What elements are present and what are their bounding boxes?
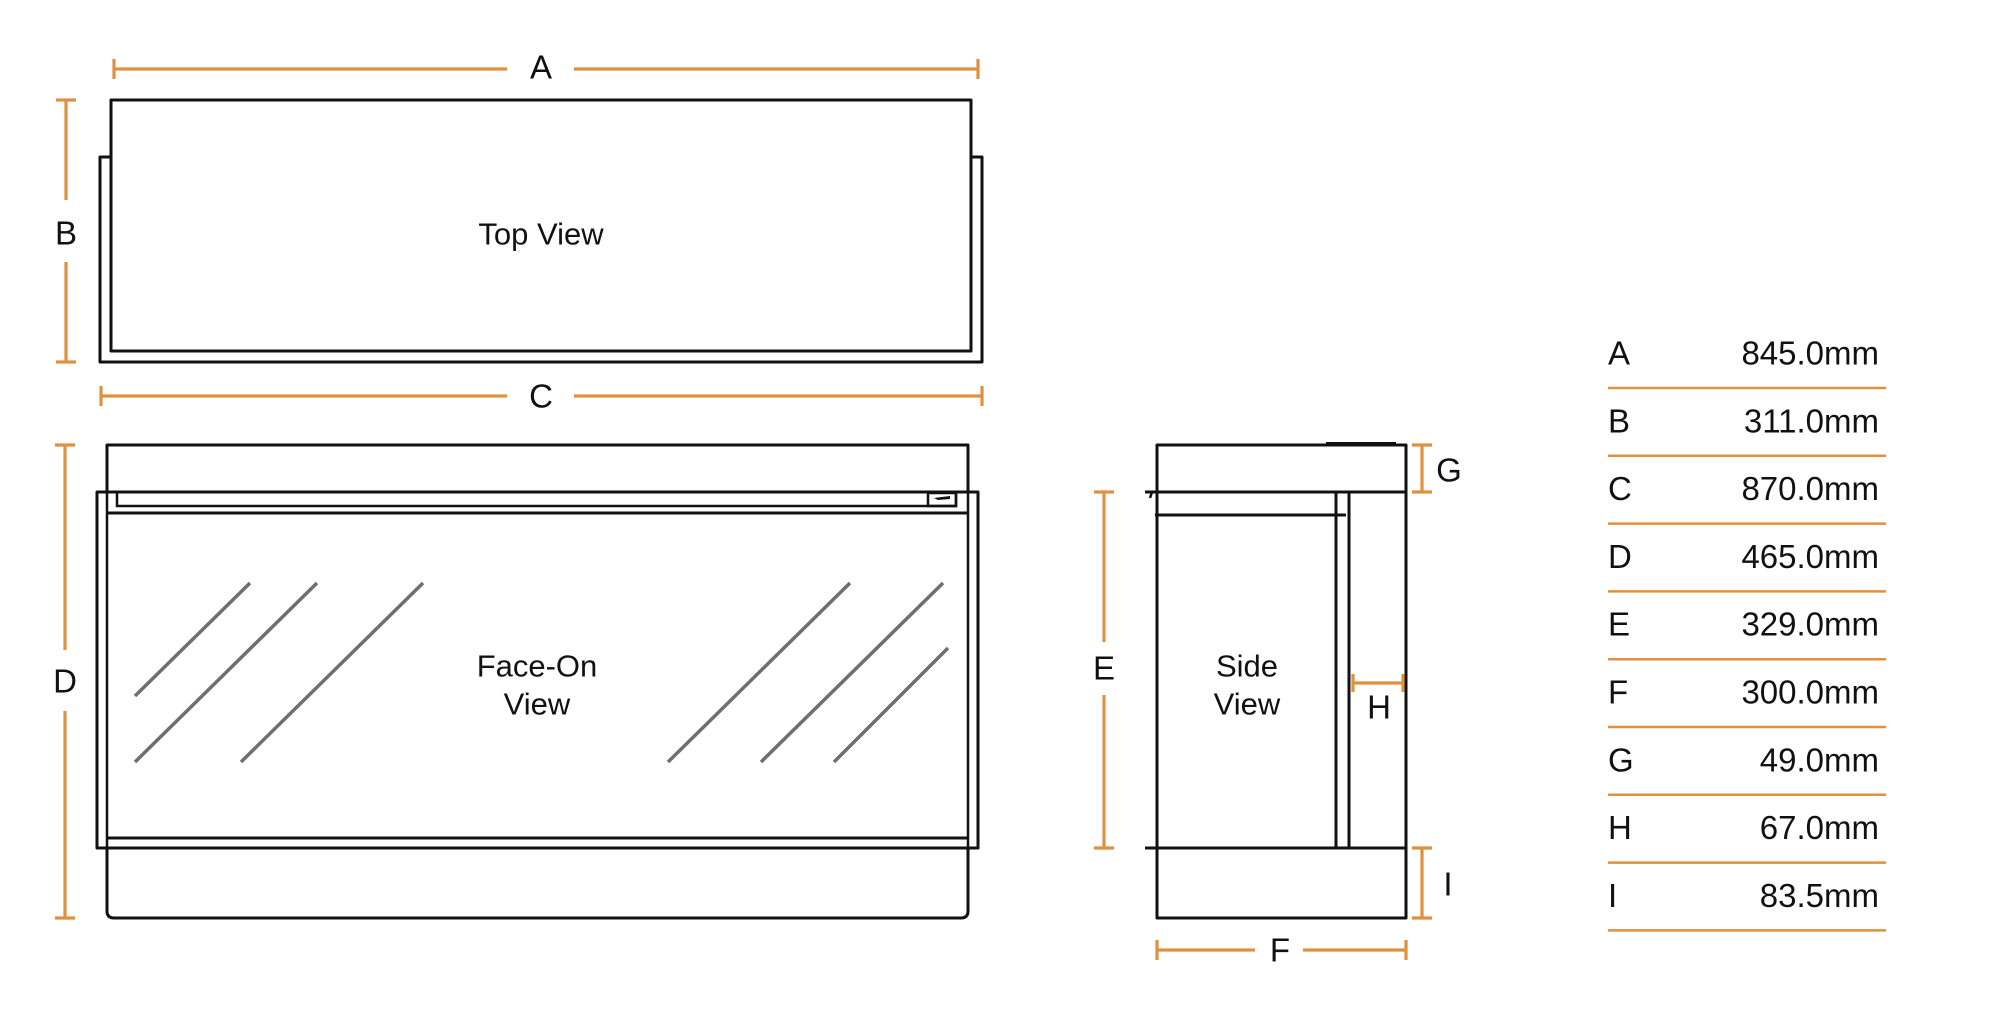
dimension-value: 83.5mm (1760, 877, 1879, 914)
dimension-b: B (55, 98, 77, 364)
top-view-inner-body (109, 98, 973, 353)
dimension-i: I (1412, 846, 1453, 920)
glass-reflection-line (239, 581, 425, 764)
face-on-view-label-line1: Face-On (477, 649, 598, 684)
top-view-outer-body (98, 155, 984, 364)
dimension-e-label: E (1093, 650, 1115, 687)
dimension-value: 300.0mm (1741, 674, 1879, 711)
table-row: C 870.0mm (1608, 470, 1886, 525)
dimension-letter: C (1608, 470, 1632, 507)
side-view: Side View (1145, 442, 1408, 920)
dimension-letter: I (1608, 877, 1617, 914)
dimension-value: 311.0mm (1744, 402, 1879, 439)
table-row: H 67.0mm (1608, 809, 1886, 864)
dimension-value: 465.0mm (1741, 538, 1879, 575)
table-row: F 300.0mm (1608, 674, 1886, 729)
side-view-label-line1: Side (1216, 649, 1278, 684)
face-on-glass-frame (95, 490, 980, 850)
dimension-b-label: B (55, 215, 77, 252)
dimension-letter: E (1608, 606, 1630, 643)
side-view-body (1155, 443, 1408, 920)
table-row: E 329.0mm (1608, 606, 1886, 661)
table-row: I 83.5mm (1608, 877, 1886, 932)
glass-reflection-line (133, 581, 252, 698)
face-on-view-label-line2: View (504, 687, 571, 722)
face-on-top-slot (115, 492, 958, 508)
table-row: D 465.0mm (1608, 538, 1886, 593)
dimension-letter: F (1608, 674, 1628, 711)
dimension-value: 870.0mm (1741, 470, 1879, 507)
dimension-h-label: H (1367, 689, 1391, 726)
table-row: B 311.0mm (1608, 402, 1886, 458)
dimension-d: D (53, 443, 77, 920)
dimension-letter: G (1608, 741, 1634, 778)
dimension-letter: A (1608, 335, 1630, 372)
dimension-value: 845.0mm (1741, 335, 1879, 372)
side-view-top-panel-notch (1148, 491, 1154, 499)
dimension-value: 329.0mm (1741, 606, 1879, 643)
dimension-c: C (99, 378, 984, 415)
dimension-d-label: D (53, 663, 77, 700)
side-view-label-line2: View (1214, 687, 1281, 722)
dimension-e: E (1093, 490, 1115, 850)
dimension-i-label: I (1443, 866, 1452, 903)
dimension-a: A (112, 49, 980, 86)
dimension-g-label: G (1436, 452, 1462, 489)
dimension-f: F (1155, 932, 1408, 969)
top-view-label: Top View (478, 217, 604, 252)
top-view: Top View (98, 98, 984, 364)
face-on-view: Face-On View (95, 443, 980, 920)
glass-reflection-line (133, 581, 319, 764)
dimension-g: G (1412, 443, 1462, 494)
dimension-c-label: C (529, 378, 553, 415)
face-on-control-mark-icon (934, 496, 950, 500)
dimension-value: 49.0mm (1760, 741, 1879, 778)
glass-reflection-line (832, 646, 950, 764)
table-row: G 49.0mm (1608, 741, 1886, 797)
dimension-letter: H (1608, 809, 1632, 846)
glass-reflection-line (666, 581, 852, 764)
dimension-value: 67.0mm (1760, 809, 1879, 846)
face-on-control-box (926, 491, 958, 508)
face-on-body (105, 443, 970, 920)
dimension-letter: B (1608, 402, 1630, 439)
dimension-h: H (1351, 674, 1405, 726)
glass-reflection-line (759, 581, 945, 764)
dimension-letter: D (1608, 538, 1632, 575)
dimension-a-label: A (530, 49, 552, 86)
dimension-f-label: F (1270, 932, 1290, 969)
table-row: A 845.0mm (1608, 335, 1886, 390)
